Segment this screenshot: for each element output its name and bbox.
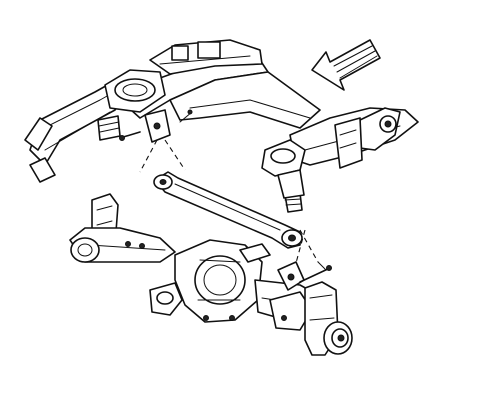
track-bar [153,171,303,249]
front-axle-assembly [69,193,353,356]
front-direction-arrow-icon [311,39,381,91]
vehicle-frame [24,39,419,213]
